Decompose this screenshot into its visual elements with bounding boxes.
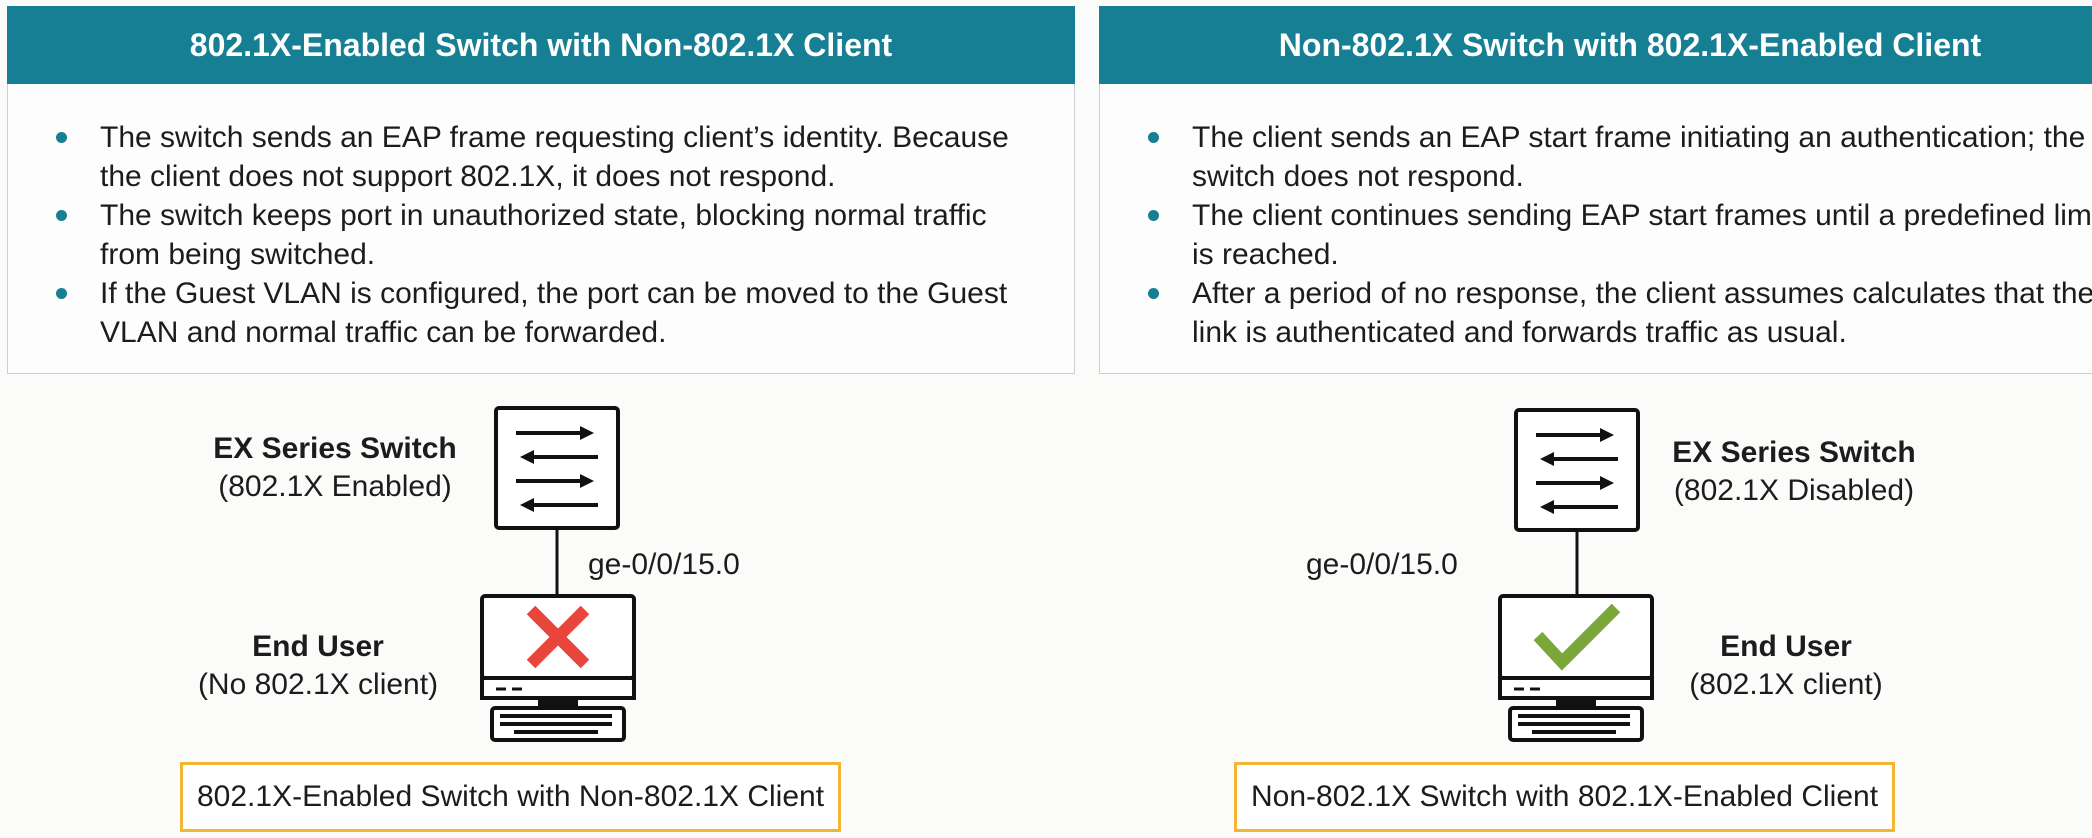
right-diagram: EX Series Switch (802.1X Disabled) ge-0/… [1046, 400, 2092, 838]
left-panel-body: The switch sends an EAP frame requesting… [7, 84, 1075, 374]
left-info-panel: 802.1X-Enabled Switch with Non-802.1X Cl… [7, 6, 1075, 374]
right-info-panel: Non-802.1X Switch with 802.1X-Enabled Cl… [1099, 6, 2092, 374]
left-bullet-list: The switch sends an EAP frame requesting… [48, 118, 1044, 352]
switch-subtitle: (802.1X Enabled) [218, 470, 452, 503]
end-user-title: End User [252, 630, 384, 663]
right-panel-header: Non-802.1X Switch with 802.1X-Enabled Cl… [1099, 6, 2092, 84]
link-line [1575, 532, 1579, 596]
bullet-item: The client continues sending EAP start f… [1140, 196, 2092, 274]
end-user-subtitle: (No 802.1X client) [197, 668, 439, 701]
switch-label: EX Series Switch (802.1X Enabled) [200, 430, 470, 506]
switch-title: EX Series Switch [213, 432, 457, 465]
bullet-item: The client sends an EAP start frame init… [1140, 118, 2092, 196]
end-user-title: End User [1720, 630, 1852, 663]
bullet-item: After a period of no response, the clien… [1140, 274, 2092, 352]
switch-icon [1514, 408, 1640, 532]
switch-title: EX Series Switch [1672, 436, 1916, 469]
port-label: ge-0/0/15.0 [1306, 548, 1458, 581]
computer-icon [480, 594, 636, 742]
end-user-label: End User (No 802.1X client) [178, 628, 458, 704]
bullet-item: If the Guest VLAN is configured, the por… [48, 274, 1044, 352]
end-user-subtitle: (802.1X client) [1689, 668, 1883, 701]
left-caption-box: 802.1X-Enabled Switch with Non-802.1X Cl… [180, 762, 842, 832]
green-check-icon [1533, 603, 1621, 671]
red-x-icon [526, 605, 590, 669]
right-caption-box: Non-802.1X Switch with 802.1X-Enabled Cl… [1234, 762, 1896, 832]
port-label: ge-0/0/15.0 [588, 548, 740, 581]
switch-subtitle: (802.1X Disabled) [1673, 474, 1915, 507]
bullet-item: The switch sends an EAP frame requesting… [48, 118, 1044, 196]
link-line [555, 530, 559, 596]
right-bullet-list: The client sends an EAP start frame init… [1140, 118, 2092, 352]
left-diagram: EX Series Switch (802.1X Enabled) ge-0/0… [0, 400, 1046, 838]
right-panel-body: The client sends an EAP start frame init… [1099, 84, 2092, 374]
switch-label: EX Series Switch (802.1X Disabled) [1664, 434, 1924, 510]
end-user-label: End User (802.1X client) [1666, 628, 1906, 704]
switch-icon [494, 406, 620, 530]
left-panel-header: 802.1X-Enabled Switch with Non-802.1X Cl… [7, 6, 1075, 84]
bullet-item: The switch keeps port in unauthorized st… [48, 196, 1044, 274]
